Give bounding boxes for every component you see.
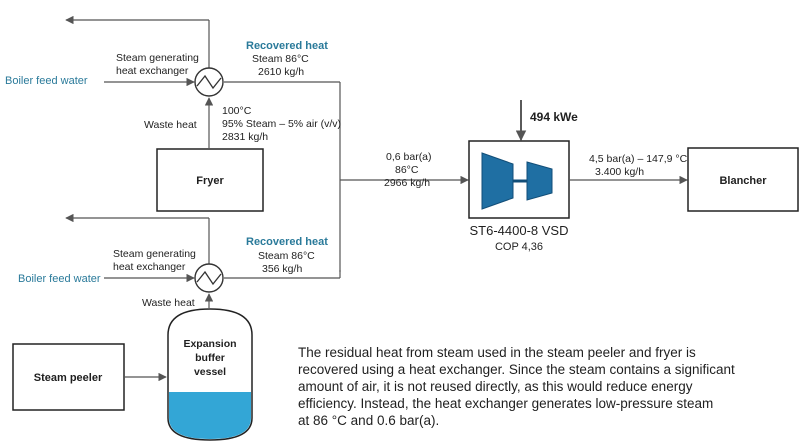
steam-peeler-box xyxy=(12,343,125,411)
description-line: amount of air, it is not reused directly… xyxy=(298,379,693,394)
hx-label-bottom-1: Steam generating xyxy=(113,248,196,260)
inlet-flow: 2966 kg/h xyxy=(384,177,430,189)
fryer-out-temp: 100°C xyxy=(222,105,252,117)
description-text: The residual heat from steam used in the… xyxy=(298,345,735,428)
hx-label-top-2: heat exchanger xyxy=(116,65,189,77)
steam-temp-top: Steam 86°C xyxy=(252,53,309,65)
steam-peeler-label: Steam peeler xyxy=(34,372,103,384)
boiler-feed-water-label-top: Boiler feed water xyxy=(5,75,88,87)
fryer-label: Fryer xyxy=(196,175,224,187)
compressor-unit xyxy=(468,100,799,219)
bottom-heat-recovery xyxy=(12,213,341,441)
fryer-out-comp: 95% Steam – 5% air (v/v) xyxy=(222,118,341,130)
description-line: at 86 °C and 0.6 bar(a). xyxy=(298,413,439,428)
flow-bottom: 356 kg/h xyxy=(262,263,302,275)
boiler-feed-water-label-bottom: Boiler feed water xyxy=(18,273,101,285)
fryer-out-flow: 2831 kg/h xyxy=(222,131,268,143)
vessel-label-1: Expansion xyxy=(183,338,236,350)
waste-heat-label-top: Waste heat xyxy=(144,119,197,131)
hx-label-bottom-2: heat exchanger xyxy=(113,261,186,273)
outlet-flow: 3.400 kg/h xyxy=(595,166,644,178)
description-line: The residual heat from steam used in the… xyxy=(298,345,696,360)
waste-heat-label-bottom: Waste heat xyxy=(142,297,195,309)
inlet-pressure: 0,6 bar(a) xyxy=(386,151,432,163)
vessel-water xyxy=(169,392,251,439)
flow-top: 2610 kg/h xyxy=(258,66,304,78)
vessel-label-2: buffer xyxy=(195,352,225,364)
description-line: efficiency. Instead, the heat exchanger … xyxy=(298,396,713,411)
power-label: 494 kWe xyxy=(530,110,578,124)
blancher-label: Blancher xyxy=(719,175,767,187)
description-line: recovered using a heat exchanger. Since … xyxy=(298,362,735,377)
fryer-box xyxy=(156,148,264,212)
vessel-label-3: vessel xyxy=(194,366,226,378)
compressor-stage-1 xyxy=(481,152,514,210)
recovered-heat-label-top: Recovered heat xyxy=(246,40,328,52)
recovered-heat-label-bottom: Recovered heat xyxy=(246,236,328,248)
compressor-stage-2 xyxy=(526,161,553,201)
blancher-box xyxy=(687,147,799,212)
inlet-temp: 86°C xyxy=(395,164,419,176)
compressor-cop: COP 4,36 xyxy=(495,241,543,253)
hx-label-top-1: Steam generating xyxy=(116,52,199,64)
compressor-model: ST6-4400-8 VSD xyxy=(470,223,569,238)
steam-temp-bottom: Steam 86°C xyxy=(258,250,315,262)
outlet-conditions: 4,5 bar(a) – 147,9 °C xyxy=(589,153,688,165)
top-heat-recovery xyxy=(65,15,469,272)
